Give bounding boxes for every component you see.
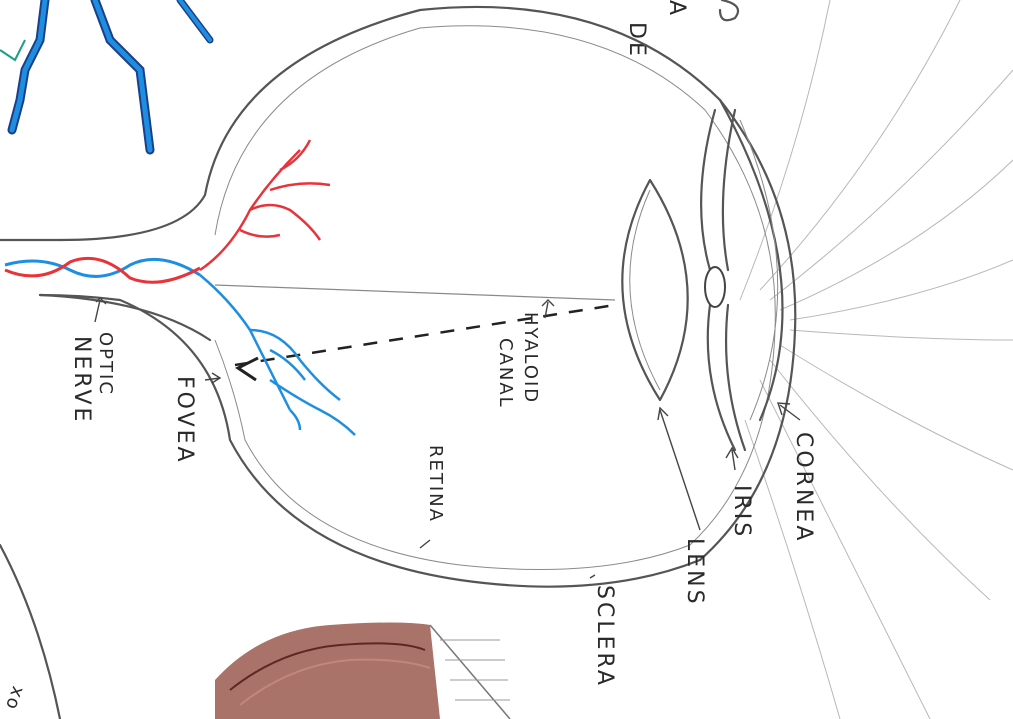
iris [701, 110, 745, 450]
iris-label: IRIS [729, 485, 754, 539]
top-left-vessels [0, 0, 210, 150]
nerve-label: NERVE [69, 336, 94, 424]
light-rays [740, 0, 1013, 719]
visual-axis-dashed [235, 305, 615, 365]
skin-texture-block [215, 623, 510, 719]
fovea-arrow [238, 358, 258, 380]
fovea-label: FOVEA [172, 376, 197, 465]
optic-vessels [5, 258, 200, 282]
lens [622, 180, 687, 400]
sclera-label: SCLERA [592, 585, 617, 688]
hyaloid-canal-line [215, 285, 615, 300]
lens-inner [630, 190, 660, 390]
hyaloid-label: HYALOID [520, 312, 541, 404]
top-fragment-stroke [720, 0, 738, 20]
top-fragment-label-2: A [664, 0, 689, 18]
eyeball [0, 7, 795, 587]
canal-label: CANAL [495, 338, 516, 409]
lens-label: LENS [682, 538, 707, 607]
retinal-arteries [200, 140, 330, 270]
sclera-inner [215, 26, 775, 570]
label-pointers [95, 298, 800, 578]
optic-label: OPTIC [95, 332, 116, 396]
cornea-label: CORNEA [791, 432, 816, 543]
bottom-fragment-label: ox [0, 681, 28, 712]
retina-label: RETINA [425, 445, 446, 523]
sclera-outer [40, 7, 795, 587]
